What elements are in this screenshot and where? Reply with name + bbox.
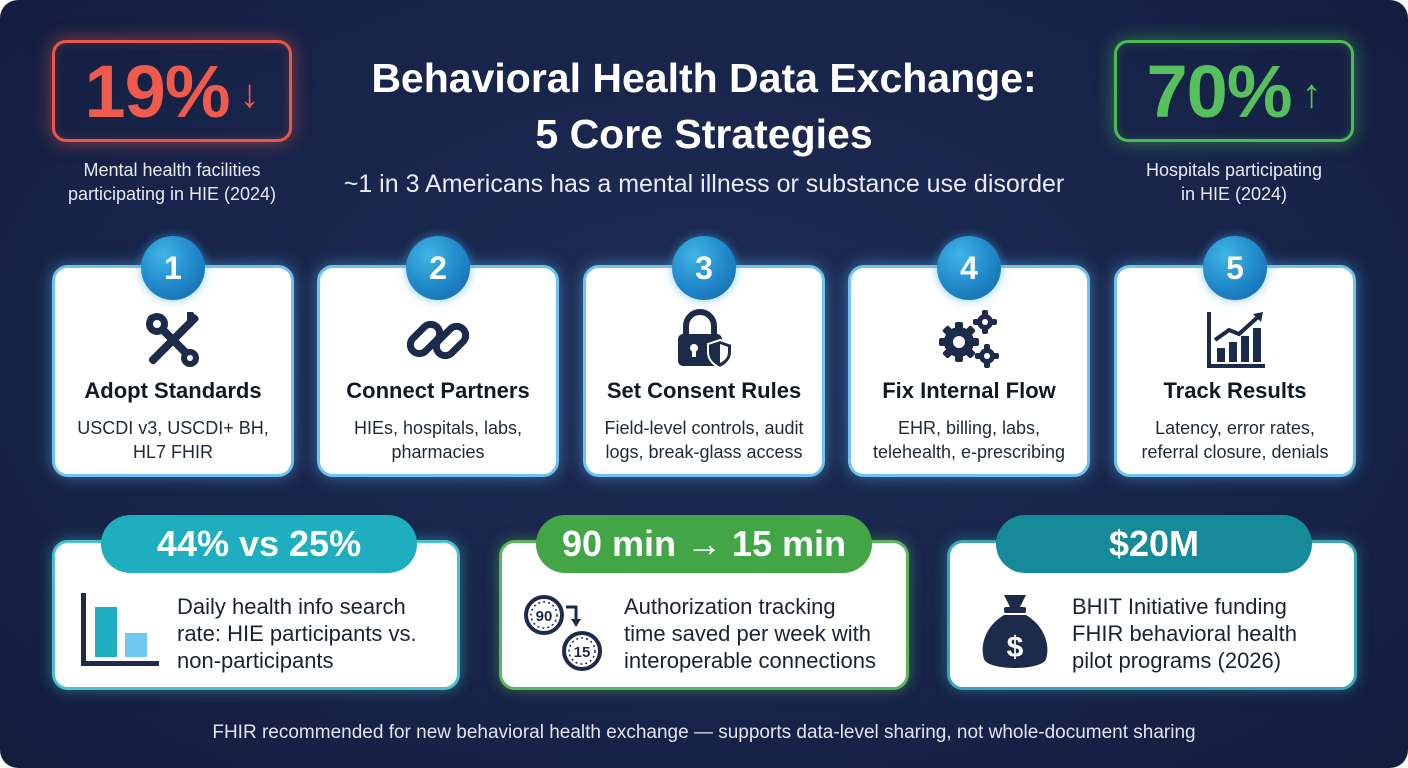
left-stat-caption: Mental health facilities participating i… <box>42 158 302 206</box>
strategy-description-line1: Latency, error rates, <box>1155 418 1315 438</box>
strategy-description-line1: Field-level controls, audit <box>604 418 804 438</box>
strategy-card-2: 2 Connect Partners HIEs, hospitals, labs… <box>317 236 559 477</box>
strategy-description-line2: logs, break-glass access <box>605 442 803 462</box>
bar-chart-icon <box>75 587 165 677</box>
left-stat-caption-line1: Mental health facilities <box>83 160 261 180</box>
highlight-text-line2: FHIR behavioral health <box>1072 621 1298 646</box>
strategy-description: EHR, billing, labs, telehealth, e-prescr… <box>859 416 1079 464</box>
strategy-card-3: 3 Set Consent Rules Field-level controls… <box>583 236 825 477</box>
highlight-text: Authorization tracking time saved per we… <box>624 593 892 674</box>
strategy-description-line2: HL7 FHIR <box>132 442 213 462</box>
highlight-text-line2: rate: HIE participants vs. <box>177 621 417 646</box>
growth-chart-icon <box>1203 308 1267 372</box>
strategy-number-badge: 2 <box>406 236 470 300</box>
page-title-line1: Behavioral Health Data Exchange: <box>371 55 1037 101</box>
strategy-card-1: 1 Adopt Standards USCDI v3, USCDI+ BH, H… <box>52 236 294 477</box>
left-stat-caption-line2: participating in HIE (2024) <box>67 184 277 204</box>
right-stat-value: 70% <box>1146 49 1292 133</box>
highlight-text-line3: interoperable connections <box>624 648 876 673</box>
strategy-description: HIEs, hospitals, labs, pharmacies <box>328 416 548 464</box>
timer-to-label: 15 <box>574 644 591 661</box>
strategy-description: USCDI v3, USCDI+ BH, HL7 FHIR <box>63 416 283 464</box>
strategy-title: Connect Partners <box>346 378 530 403</box>
strategy-card-5: 5 Track Results Latency, error rates, re… <box>1114 236 1356 477</box>
strategy-description: Latency, error rates, referral closure, … <box>1125 416 1345 464</box>
tools-icon <box>141 308 205 372</box>
strategy-description-line2: telehealth, e-prescribing <box>872 442 1066 462</box>
right-stat-box: 70% ↑ <box>1114 40 1354 142</box>
lock-shield-icon <box>672 308 736 372</box>
strategy-title: Track Results <box>1163 378 1307 403</box>
highlight-text-line3: pilot programs (2026) <box>1072 648 1282 673</box>
highlight-text: BHIT Initiative funding FHIR behavioral … <box>1072 593 1340 674</box>
svg-text:$: $ <box>1007 631 1024 664</box>
strategy-card-4: 4 Fix <box>848 236 1090 477</box>
right-stat-caption-line2: in HIE (2024) <box>1180 184 1288 204</box>
strategy-title: Fix Internal Flow <box>882 378 1056 403</box>
money-bag-icon: $ <box>970 587 1060 677</box>
strategy-number-badge: 4 <box>937 236 1001 300</box>
highlight-card-funding: $20M $ BHIT Initiative funding FHIR beha… <box>947 515 1357 690</box>
strategy-description-line1: USCDI v3, USCDI+ BH, <box>77 418 269 438</box>
page-title-line2: 5 Core Strategies <box>535 111 873 157</box>
footer-note: FHIR recommended for new behavioral heal… <box>212 722 1196 743</box>
timer-from-label: 90 <box>536 608 553 625</box>
strategy-title: Adopt Standards <box>84 378 262 403</box>
highlight-text-line2: time saved per week with <box>624 621 871 646</box>
link-icon <box>406 308 470 372</box>
highlight-text-line1: BHIT Initiative funding <box>1072 594 1287 619</box>
highlight-text-line3: non-participants <box>177 648 334 673</box>
strategy-number-badge: 1 <box>141 236 205 300</box>
highlight-value: 90 min → 15 min <box>536 515 872 573</box>
strategy-description-line1: HIEs, hospitals, labs, <box>353 418 523 438</box>
left-stat-value: 19% <box>84 49 230 133</box>
highlight-value: $20M <box>996 515 1312 573</box>
page-subtitle: ~1 in 3 Americans has a mental illness o… <box>343 170 1065 198</box>
timer-icon: 90 15 <box>522 587 612 677</box>
highlight-text-line1: Daily health info search <box>177 594 406 619</box>
highlight-text-line1: Authorization tracking <box>624 594 836 619</box>
highlight-value: 44% vs 25% <box>101 515 417 573</box>
down-arrow-icon: ↓ <box>239 71 260 116</box>
strategy-number-badge: 5 <box>1203 236 1267 300</box>
up-arrow-icon: ↑ <box>1301 71 1322 116</box>
left-stat-box: 19% ↓ <box>52 40 292 142</box>
strategy-title: Set Consent Rules <box>606 378 802 403</box>
page-title: Behavioral Health Data Exchange: 5 Core … <box>300 50 1108 162</box>
strategy-description: Field-level controls, audit logs, break-… <box>594 416 814 464</box>
highlight-card-time-saved: 90 min → 15 min 90 15 Authorization trac… <box>499 515 909 690</box>
strategy-description-line2: pharmacies <box>391 442 485 462</box>
strategy-number-badge: 3 <box>672 236 736 300</box>
right-stat-caption: Hospitals participating in HIE (2024) <box>1104 158 1364 206</box>
strategy-description-line2: referral closure, denials <box>1141 442 1329 462</box>
highlight-text: Daily health info search rate: HIE parti… <box>177 593 443 674</box>
right-stat-caption-line1: Hospitals participating <box>1145 160 1323 180</box>
gears-icon <box>937 308 1001 372</box>
highlight-card-search-rate: 44% vs 25% Daily health info search rate… <box>52 515 460 690</box>
strategy-description-line1: EHR, billing, labs, <box>897 418 1041 438</box>
